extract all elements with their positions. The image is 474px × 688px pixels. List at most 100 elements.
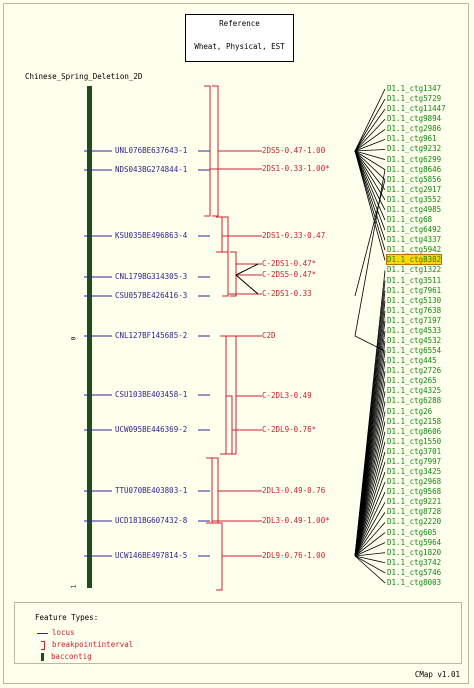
contig-label[interactable]: D1.1_ctg5942 [387,245,442,255]
contig-label[interactable]: D1.1_ctg7997 [387,456,442,466]
contig-label[interactable]: D1.1_ctg7961 [387,285,442,295]
map-backbone-bar[interactable] [87,86,92,588]
contig-label[interactable]: D1.1_ctg1820 [387,547,442,557]
interval-diagonal [235,274,259,295]
reference-box[interactable]: Reference Wheat, Physical, EST [185,14,294,62]
contig-label[interactable]: D1.1_ctg9894 [387,114,442,124]
locus-label[interactable]: CNL179BG314305-3 [115,272,188,281]
contig-label[interactable]: D1.1_ctg2726 [387,366,442,376]
contig-label[interactable]: D1.1_ctg8003 [387,577,442,587]
interval-label[interactable]: C-2DS1-0.33 [262,289,312,298]
contig-label[interactable]: D1.1_ctg3552 [387,194,442,204]
contig-label[interactable]: D1.1_ctg445 [387,356,437,366]
contig-label[interactable]: D1.1_ctg2968 [387,477,442,487]
contig-label[interactable]: D1.1_ctg5729 [387,94,442,104]
interval-label[interactable]: 2DS1-0.33-0.47 [262,231,326,240]
correspondence-line [354,150,386,181]
contig-label[interactable]: D1.1_ctg68 [387,215,433,225]
contig-label[interactable]: D1.1_ctg5856 [387,174,442,184]
contig-label[interactable]: D1.1_ctg2220 [387,517,442,527]
locus-label[interactable]: CNL127BF145685-2 [115,331,188,340]
contig-label[interactable]: D1.1_ctg3701 [387,446,442,456]
contig-label[interactable]: D1.1_ctg4985 [387,204,442,214]
correspondence-line [354,555,386,574]
correspondence-line [354,481,386,557]
contig-label[interactable]: D1.1_ctg4532 [387,336,442,345]
locus-label[interactable]: UCD181BG607432-8 [115,516,188,525]
contig-label[interactable]: D1.1_ctg265 [387,376,437,386]
contig-label[interactable]: D1.1_ctg7638 [387,305,442,315]
locus-label[interactable]: UCW146BE497814-5 [115,551,188,560]
contig-label[interactable]: D1.1_ctg3742 [387,557,442,567]
legend-title: Feature Types: [35,613,99,622]
correspondence-line [354,542,386,557]
contig-label[interactable]: D1.1_ctg1347 [387,84,442,93]
contig-label[interactable]: D1.1_ctg7197 [387,315,442,325]
version-footer: CMap v1.01 [414,670,460,679]
breakpoint-bracket [226,395,233,455]
contig-label[interactable]: D1.1_ctg9221 [387,497,442,507]
interval-label[interactable]: 2DL3-0.49-1.00* [262,516,330,525]
axis-end-label: 1 [70,584,78,589]
contig-label[interactable]: D1.1_ctg1322 [387,265,442,275]
interval-label[interactable]: 2DS1-0.33-1.00* [262,164,330,173]
contig-label[interactable]: D1.1_ctg1550 [387,436,442,446]
contig-label[interactable]: D1.1_ctg4325 [387,386,442,396]
correspondence-line [354,139,386,152]
breakpoint-bracket [212,457,219,524]
contig-label[interactable]: D1.1_ctg5964 [387,537,442,547]
interval-label[interactable]: 2DL3-0.49-0.76 [262,486,326,495]
locus-label[interactable]: UCW095BE446369-2 [115,425,188,434]
legend-item-locus: locus [37,628,75,638]
reference-label: Reference [219,19,260,28]
contig-label[interactable]: D1.1_ctg2986 [387,124,442,134]
contig-label[interactable]: D1.1_ctg9232 [387,144,442,154]
contig-label-selected[interactable]: D1.1_ctg8382 [385,254,443,266]
contig-label[interactable]: D1.1_ctg4337 [387,235,442,245]
locus-label[interactable]: UNL076BE637643-1 [115,146,188,155]
contig-label[interactable]: D1.1_ctg2158 [387,416,442,426]
breakpoint-bracket [222,216,229,253]
locus-label[interactable]: KSU035BE496863-4 [115,231,188,240]
contig-label[interactable]: D1.1_ctg5746 [387,567,442,577]
contig-label[interactable]: D1.1_ctg6288 [387,396,442,406]
breakpoint-bracket [230,251,237,297]
correspondence-line [354,431,386,557]
interval-label[interactable]: C-2DS1-0.47* [262,259,317,268]
contig-label[interactable]: D1.1_ctg605 [387,527,437,537]
correspondence-line [354,522,386,557]
interval-label[interactable]: C-2DL3-0.49 [262,391,312,400]
contig-label[interactable]: D1.1_ctg9568 [387,487,442,497]
map-title[interactable]: Chinese_Spring_Deletion_2D [25,72,143,81]
contig-label[interactable]: D1.1_ctg8606 [387,426,442,436]
correspondence-line [354,441,386,557]
contig-label[interactable]: D1.1_ctg8646 [387,164,442,174]
correspondence-line [354,150,386,201]
contig-label[interactable]: D1.1_ctg2917 [387,184,442,194]
contig-label[interactable]: D1.1_ctg3425 [387,467,442,477]
contig-label[interactable]: D1.1_ctg6299 [387,154,442,164]
breakpoint-bracket [212,85,219,217]
legend-label-breakpointinterval: breakpointinterval [52,640,134,649]
contig-label[interactable]: D1.1_ctg961 [387,134,437,144]
locus-label[interactable]: TTU070BE403803-1 [115,486,188,495]
contig-label[interactable]: D1.1_ctg11447 [387,104,446,114]
locus-label[interactable]: CSU103BE403458-1 [115,390,188,399]
contig-label[interactable]: D1.1_ctg4533 [387,325,442,335]
breakpoint-bracket [206,457,213,524]
interval-label[interactable]: C2D [262,331,276,340]
interval-label[interactable]: 2DL9-0.76-1.00 [262,551,326,560]
contig-label[interactable]: D1.1_ctg5130 [387,295,442,305]
breakpoint-bracket [222,251,229,297]
interval-label[interactable]: C-2DL9-0.76* [262,425,317,434]
interval-label[interactable]: 2DS5-0.47-1.00 [262,146,326,155]
interval-label[interactable]: C-2DS5-0.47* [262,270,317,279]
contig-label[interactable]: D1.1_ctg26 [387,406,433,416]
contig-label[interactable]: D1.1_ctg8728 [387,507,442,517]
locus-label[interactable]: CSU057BE426416-3 [115,291,188,300]
correspondence-line [354,555,386,564]
contig-label[interactable]: D1.1_ctg3511 [387,275,442,285]
contig-label[interactable]: D1.1_ctg6492 [387,225,442,235]
contig-label[interactable]: D1.1_ctg6554 [387,346,442,356]
locus-label[interactable]: NDS043BG274844-1 [115,165,188,174]
